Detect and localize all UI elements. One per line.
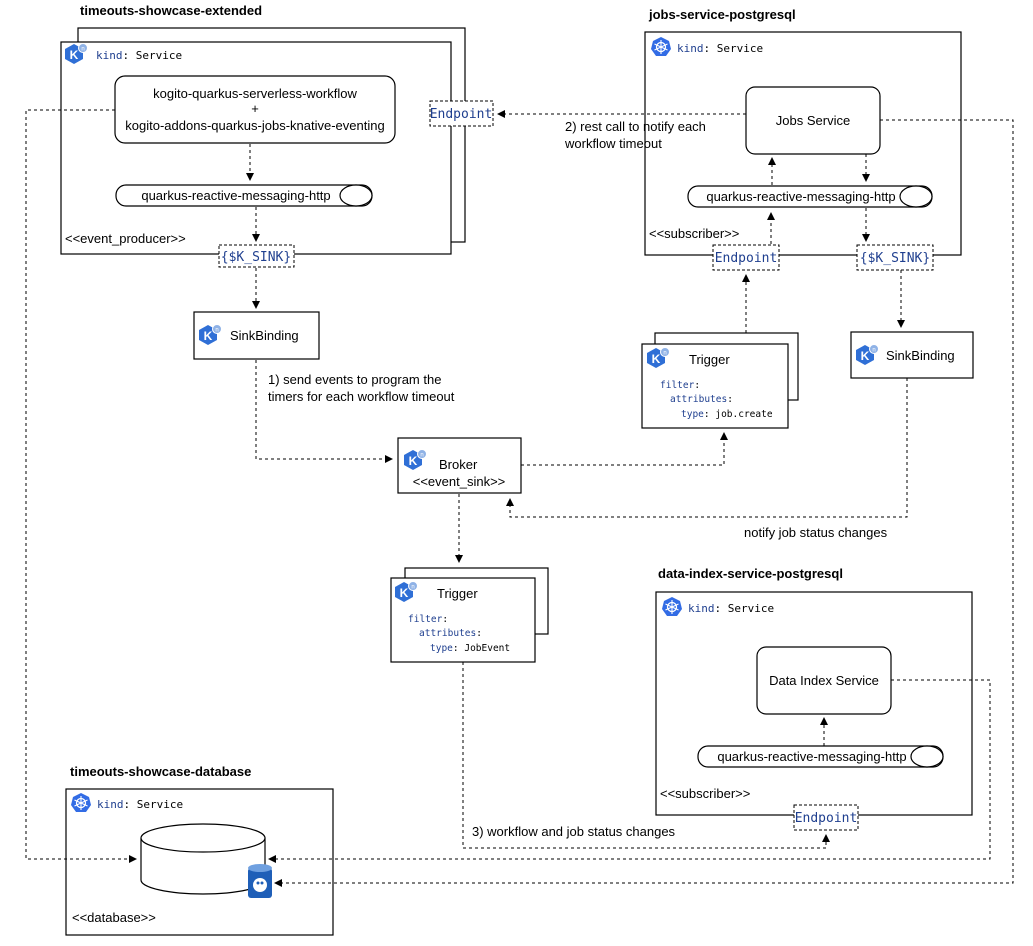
k-sink-label-2: {$K_SINK} <box>860 251 930 266</box>
endpoint-port-workflow <box>429 100 494 127</box>
database-group: timeouts-showcase-database kind: Service… <box>65 764 334 936</box>
sinkbinding-2: SinkBinding <box>850 331 974 379</box>
send-events-label-2: timers for each workflow timeout <box>268 389 455 404</box>
timeouts-showcase-extended-group: timeouts-showcase-extended kind: Service… <box>60 3 494 268</box>
workflow-line-2: + <box>251 101 259 116</box>
send-events-label-1: 1) send events to program the <box>268 372 441 387</box>
sinkbinding-2-label: SinkBinding <box>886 348 955 363</box>
kind-label: kind: Service <box>97 798 183 811</box>
kind-label: kind: Service <box>677 42 763 55</box>
messaging-label: quarkus-reactive-messaging-http <box>717 749 906 764</box>
filter-line: filter: <box>660 380 700 391</box>
sinkbinding-1-box <box>193 311 320 360</box>
messaging-label: quarkus-reactive-messaging-http <box>141 188 330 203</box>
kind-label: kind: Service <box>96 49 182 62</box>
filter-line: filter: <box>408 614 448 625</box>
trigger-job-event: Trigger filter: attributes: type: JobEve… <box>390 567 549 663</box>
k-sink-port-1 <box>218 244 295 268</box>
kind-label: kind: Service <box>688 602 774 615</box>
endpoint-label-jobs: Endpoint <box>715 251 778 266</box>
timeouts-showcase-extended-title: timeouts-showcase-extended <box>80 3 262 18</box>
type-line: type: job.create <box>681 409 773 420</box>
timeouts-extended-service-box <box>60 41 452 255</box>
trigger-job-create: Trigger filter: attributes: type: job.cr… <box>641 332 799 429</box>
messaging-cylinder-cap <box>339 184 373 207</box>
endpoint-label-workflow: Endpoint <box>430 107 493 122</box>
rest-call-label-2: workflow timeout <box>564 136 662 151</box>
k-sink-port-2 <box>856 244 934 271</box>
data-index-label: Data Index Service <box>769 673 879 688</box>
edge-broker-to-trigger-1 <box>521 432 728 466</box>
jobs-service-group: jobs-service-postgresql kind: Service Jo… <box>644 7 962 271</box>
data-index-title: data-index-service-postgresql <box>658 566 843 581</box>
attributes-line: attributes: <box>419 628 482 639</box>
sinkbinding-1-label: SinkBinding <box>230 328 299 343</box>
workflow-line-3: kogito-addons-quarkus-jobs-knative-event… <box>125 118 384 133</box>
notify-label: notify job status changes <box>744 525 888 540</box>
endpoint-port-jobs <box>712 244 780 271</box>
trigger-label: Trigger <box>689 352 730 367</box>
endpoint-label-data-index: Endpoint <box>795 811 858 826</box>
messaging-label: quarkus-reactive-messaging-http <box>706 189 895 204</box>
attributes-line: attributes: <box>670 394 733 405</box>
database-cylinder-top <box>140 823 266 853</box>
broker-label: Broker <box>439 457 478 472</box>
event-producer-stereotype: <<event_producer>> <box>65 231 186 246</box>
edge-sinkbinding-to-broker-notify <box>506 378 908 518</box>
edge-data-index-to-database <box>268 679 991 863</box>
subscriber-stereotype: <<subscriber>> <box>660 786 750 801</box>
edge-trigger-to-data-index-endpoint <box>462 662 830 849</box>
jobs-service-label: Jobs Service <box>776 113 850 128</box>
edge-workflow-to-database <box>25 109 137 863</box>
edge-sinkbinding-to-broker <box>255 360 393 463</box>
messaging-cylinder-cap <box>910 745 944 768</box>
workflow-line-1: kogito-quarkus-serverless-workflow <box>153 86 357 101</box>
jobs-service-title: jobs-service-postgresql <box>648 7 796 22</box>
data-index-group: data-index-service-postgresql kind: Serv… <box>655 566 973 831</box>
k-sink-label-1: {$K_SINK} <box>221 250 291 265</box>
endpoint-port-data-index <box>793 804 859 831</box>
database-stereotype: <<database>> <box>72 910 156 925</box>
database-title: timeouts-showcase-database <box>70 764 251 779</box>
subscriber-stereotype: <<subscriber>> <box>649 226 739 241</box>
messaging-cylinder-cap <box>899 185 933 208</box>
rest-call-label-1: 2) rest call to notify each <box>565 119 706 134</box>
broker: Broker <<event_sink>> <box>397 437 522 494</box>
sinkbinding-1: SinkBinding <box>193 311 320 360</box>
type-line: type: JobEvent <box>430 643 510 654</box>
postgres-icon <box>248 864 272 898</box>
edges <box>25 109 1014 887</box>
trigger-label: Trigger <box>437 586 478 601</box>
edge-labels: 2) rest call to notify each workflow tim… <box>268 119 888 839</box>
event-sink-stereotype: <<event_sink>> <box>413 474 506 489</box>
trigger-job-create-box <box>641 343 789 429</box>
edge-jobs-service-to-database <box>274 119 1014 887</box>
status-changes-label: 3) workflow and job status changes <box>472 824 676 839</box>
trigger-job-event-box <box>390 577 536 663</box>
